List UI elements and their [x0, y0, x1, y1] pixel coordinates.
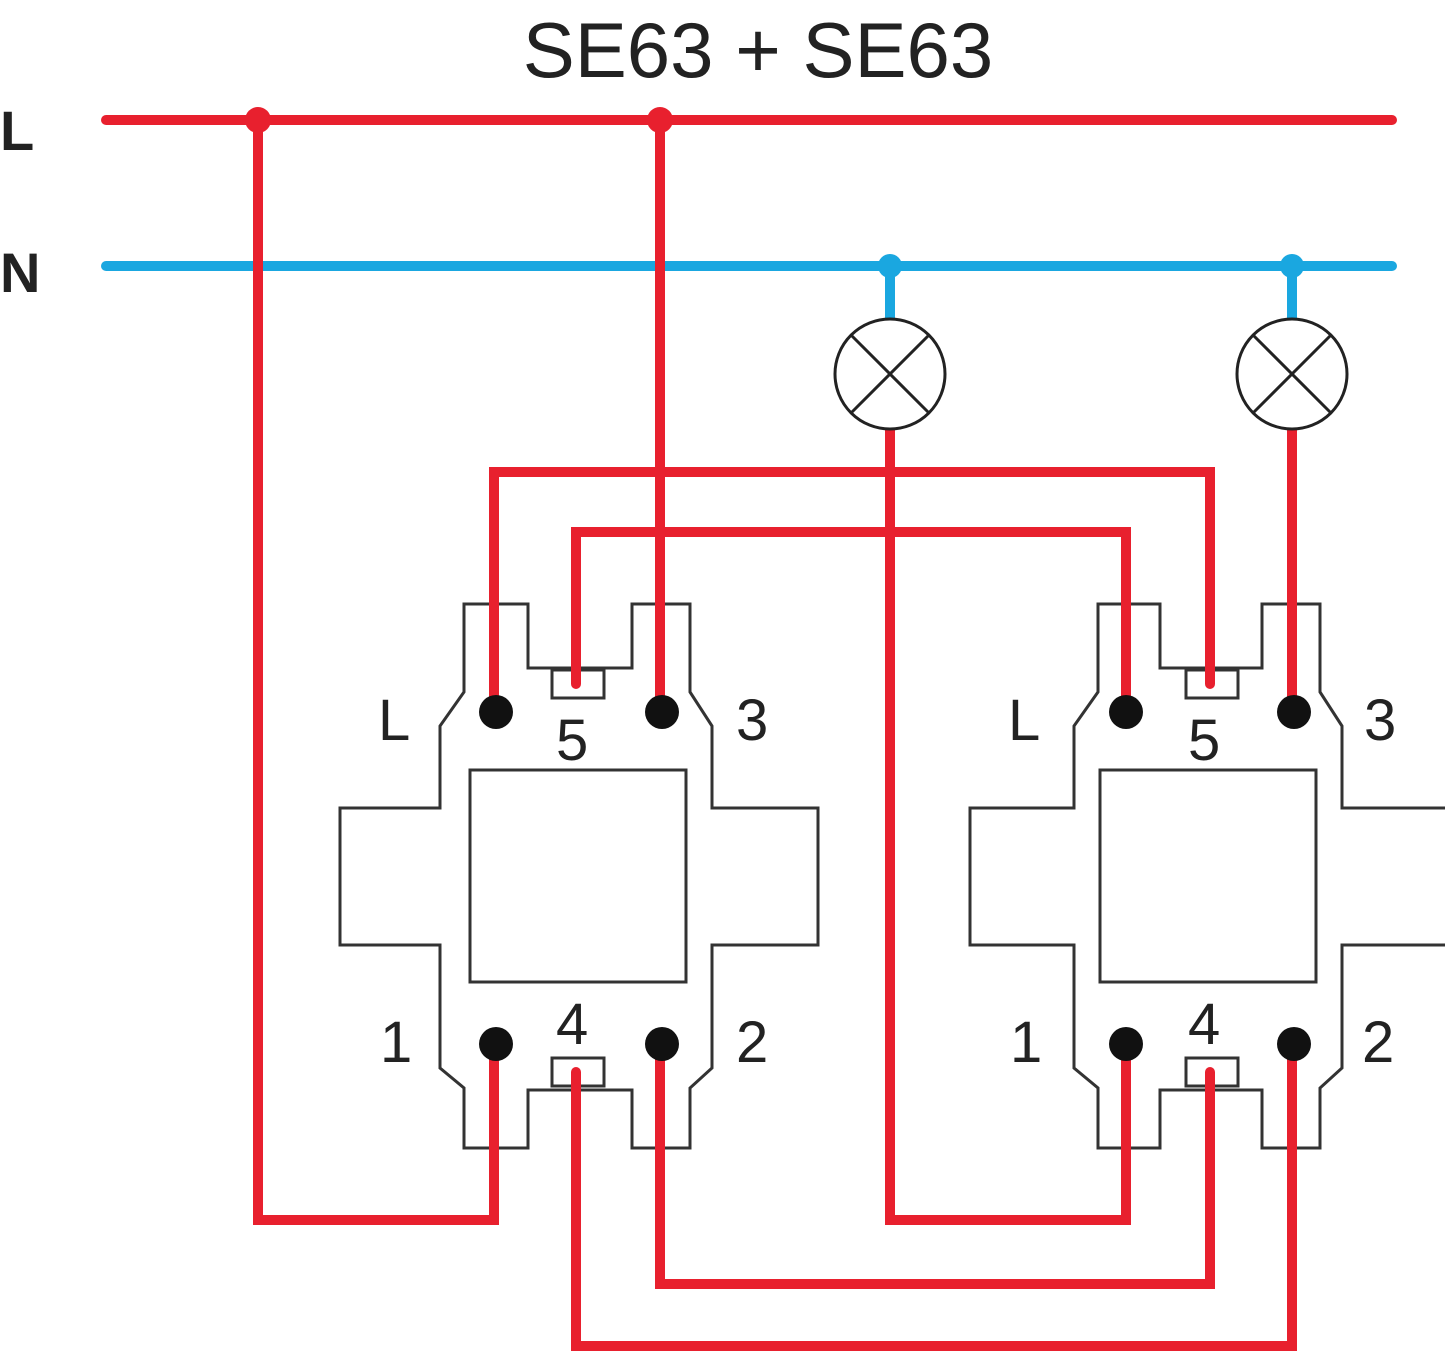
wire-switch1-t2-to-switch2-t4: [655, 1039, 1215, 1289]
switch2-label-L: L: [1008, 688, 1040, 753]
neutral-wiring: [101, 261, 1397, 325]
switch1-label-5: 5: [556, 708, 588, 773]
neutral-junction-1: [878, 254, 902, 278]
switch2-label-2: 2: [1362, 1010, 1394, 1075]
neutral-bus-label: N: [0, 241, 40, 304]
line-bus-label: L: [0, 99, 34, 162]
switch1-terminal-1: [479, 1027, 513, 1061]
lamp-1: [833, 317, 947, 431]
switch2-terminal-3: [1277, 695, 1311, 729]
line-junction-2: [647, 107, 673, 133]
switch-body-2: [968, 602, 1445, 1150]
wire-lamp1-to-switch2-t1: [885, 425, 1131, 1225]
switch2-terminal-L: [1109, 695, 1143, 729]
wire-switch1-tL-to-switch2-t5: [489, 467, 1215, 717]
live-wiring: [101, 115, 1397, 1351]
switch2-terminal-1: [1109, 1027, 1143, 1061]
switch1-label-2: 2: [736, 1010, 768, 1075]
switch2-label-3: 3: [1364, 688, 1396, 753]
switch2-terminal-2: [1277, 1027, 1311, 1061]
switch1-label-L: L: [378, 688, 410, 753]
switch1-terminals: [479, 695, 679, 1061]
switch2-terminals: [1109, 695, 1311, 1061]
switch1-terminal-L: [479, 695, 513, 729]
lamp-2: [1235, 317, 1349, 431]
switch1-label-4: 4: [556, 992, 588, 1057]
wire-switch1-t4-to-switch2-t2: [571, 1039, 1297, 1351]
switch2-label-5: 5: [1188, 708, 1220, 773]
wire-switch1-t5-to-switch2-tL: [571, 527, 1131, 717]
line-junction-1: [245, 107, 271, 133]
switch1-label-3: 3: [736, 688, 768, 753]
switch2-label-4: 4: [1188, 992, 1220, 1057]
diagram-title: SE63 + SE63: [523, 6, 994, 94]
switch-body-1: [338, 602, 820, 1150]
wire-line-to-switch1-t1: [253, 115, 499, 1225]
neutral-junction-2: [1280, 254, 1304, 278]
switch1-label-1: 1: [380, 1010, 412, 1075]
switch2-label-1: 1: [1010, 1010, 1042, 1075]
switch1-terminal-3: [645, 695, 679, 729]
switch1-terminal-2: [645, 1027, 679, 1061]
